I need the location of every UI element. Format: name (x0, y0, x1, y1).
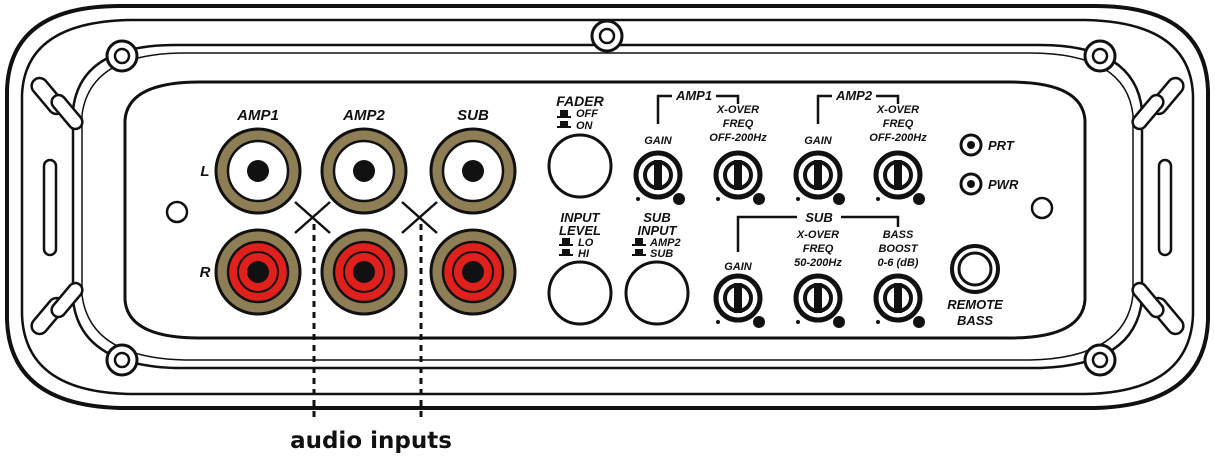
fader-option-off: OFF (576, 108, 598, 120)
cross-mark-1 (294, 201, 331, 234)
prt-label: PRT (988, 138, 1015, 153)
pwr-label: PWR (988, 177, 1019, 192)
amp1-xover-knob[interactable] (713, 150, 765, 205)
mount-hole-left (165, 200, 189, 224)
rca-jack-amp1-left[interactable] (214, 127, 302, 215)
switch-icon (557, 121, 571, 128)
amp1-xover-label-3: OFF-200Hz (709, 132, 767, 144)
mount-hole-right (1030, 196, 1054, 220)
screw-top-right (1083, 39, 1117, 73)
channel-label-left: L (200, 163, 209, 180)
amp1-gain-knob[interactable] (633, 150, 685, 205)
face-plate (71, 43, 1144, 370)
sub-gain-knob[interactable] (713, 273, 765, 328)
housing-inner (20, 18, 1195, 396)
rca-jack-amp2-right[interactable] (320, 228, 408, 316)
vent-right (1131, 76, 1185, 336)
amp1-title: AMP1 (675, 88, 712, 103)
amp2-xover-label-2: FREQ (883, 118, 914, 130)
cross-mark-2 (401, 201, 438, 234)
input-level-option-lo: LO (578, 237, 594, 249)
prt-led (959, 133, 983, 157)
amp2-xover-label-1: X-OVER (876, 104, 919, 116)
amp2-xover-knob[interactable] (873, 150, 925, 205)
amp1-gain-label: GAIN (644, 135, 673, 147)
switch-icon (559, 238, 573, 246)
amp2-title: AMP2 (835, 88, 873, 103)
input-level-switch[interactable] (547, 260, 613, 326)
sub-input-switch[interactable] (624, 260, 690, 326)
sub-bracket (736, 215, 900, 252)
rca-label-amp2: AMP2 (342, 107, 385, 124)
sub-input-title-2: INPUT (638, 223, 678, 238)
input-level-title-2: LEVEL (559, 223, 601, 238)
rca-jack-sub-left[interactable] (429, 127, 517, 215)
control-inset (123, 80, 1087, 340)
screw-bottom-right (1083, 343, 1117, 377)
rca-jack-amp1-right[interactable] (214, 228, 302, 316)
switch-icon (632, 249, 646, 256)
switch-icon (632, 238, 646, 246)
sub-gain-label: GAIN (724, 261, 753, 273)
amp2-bracket (816, 94, 900, 124)
remote-bass-port[interactable] (950, 244, 1000, 294)
sub-boost-label-2: BOOST (878, 243, 918, 255)
input-level-option-hi: HI (578, 248, 590, 260)
pwr-led (959, 172, 983, 196)
rca-label-amp1: AMP1 (236, 107, 279, 124)
sub-xover-label-1: X-OVER (796, 229, 839, 241)
sub-boost-label-3: 0-6 (dB) (878, 257, 919, 269)
sub-input-option-sub: SUB (650, 248, 673, 260)
vent-left (30, 76, 84, 336)
screw-bottom-left (105, 343, 139, 377)
rca-label-sub: SUB (457, 107, 489, 124)
sub-xover-label-3: 50-200Hz (794, 257, 842, 269)
sub-input-option-amp2: AMP2 (649, 237, 681, 249)
remote-bass-label-2: BASS (957, 313, 993, 328)
housing-outer (5, 4, 1210, 410)
amp1-bracket (656, 94, 740, 124)
switch-icon (557, 110, 571, 118)
sub-title: SUB (805, 210, 832, 225)
rca-jack-sub-right[interactable] (429, 228, 517, 316)
sub-xover-label-2: FREQ (803, 243, 834, 255)
channel-label-right: R (200, 264, 211, 281)
fader-switch[interactable] (547, 133, 613, 199)
fader-option-on: ON (576, 120, 594, 132)
remote-bass-label-1: REMOTE (947, 297, 1003, 312)
audio-inputs-caption: audio inputs (290, 428, 452, 454)
face-plate-inner (81, 52, 1134, 361)
fader-title: FADER (556, 93, 604, 109)
amp1-xover-label-1: X-OVER (716, 104, 759, 116)
amp2-gain-knob[interactable] (793, 150, 845, 205)
sub-boost-label-1: BASS (883, 229, 914, 241)
rca-jack-amp2-left[interactable] (320, 127, 408, 215)
amp1-xover-label-2: FREQ (723, 118, 754, 130)
sub-xover-knob[interactable] (793, 273, 845, 328)
screw-top-left (105, 39, 139, 73)
screw-top-center (590, 19, 624, 53)
input-level-title-1: INPUT (561, 210, 601, 225)
switch-icon (559, 249, 573, 256)
sub-boost-knob[interactable] (873, 273, 925, 328)
amp2-xover-label-3: OFF-200Hz (869, 132, 927, 144)
amp2-gain-label: GAIN (804, 135, 833, 147)
sub-input-title-1: SUB (643, 210, 670, 225)
